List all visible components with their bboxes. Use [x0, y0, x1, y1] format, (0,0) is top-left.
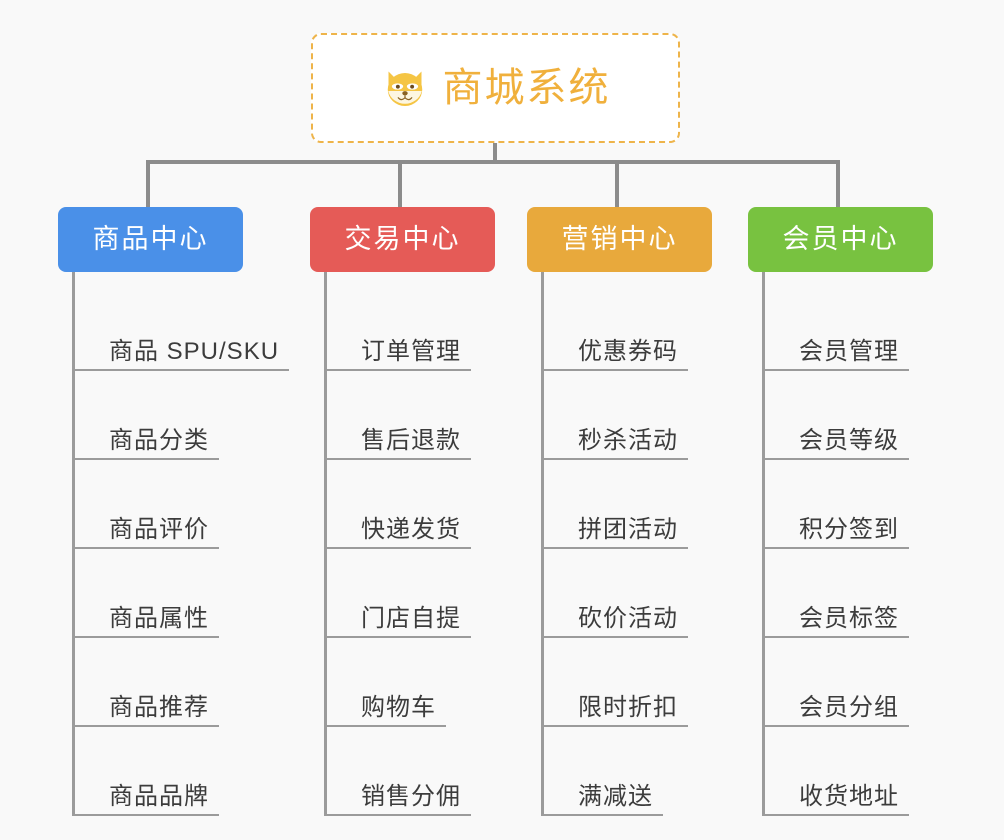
connector-trunk	[493, 143, 497, 164]
leaf-label: 优惠券码	[578, 337, 678, 365]
leaf-label: 会员等级	[799, 426, 899, 454]
branch-header-4[interactable]: 会员中心	[748, 207, 933, 272]
leaf-label: 商品分类	[109, 426, 209, 454]
list-item[interactable]: 会员等级	[765, 371, 988, 460]
connector-drop-3	[615, 160, 619, 207]
list-item[interactable]: 会员分组	[765, 638, 988, 727]
list-item[interactable]: 商品推荐	[75, 638, 298, 727]
list-item[interactable]: 优惠券码	[544, 282, 767, 371]
branch-column-3: 营销中心 优惠券码 秒杀活动 拼团活动 砍价活动 限时折扣 满减送	[527, 207, 767, 816]
list-item[interactable]: 商品分类	[75, 371, 298, 460]
list-item[interactable]: 门店自提	[327, 549, 550, 638]
list-item[interactable]: 秒杀活动	[544, 371, 767, 460]
list-item[interactable]: 售后退款	[327, 371, 550, 460]
leaf-label: 会员管理	[799, 337, 899, 365]
connector-drop-2	[398, 160, 402, 207]
list-item[interactable]: 商品评价	[75, 460, 298, 549]
leaf-label: 满减送	[578, 782, 653, 810]
leaf-label: 限时折扣	[578, 693, 678, 721]
leaf-label: 秒杀活动	[578, 426, 678, 454]
list-item[interactable]: 砍价活动	[544, 549, 767, 638]
list-item[interactable]: 销售分佣	[327, 727, 550, 816]
list-item[interactable]: 积分签到	[765, 460, 988, 549]
leaf-label: 订单管理	[361, 337, 461, 365]
leaf-label: 会员分组	[799, 693, 899, 721]
leaf-list-2: 订单管理 售后退款 快递发货 门店自提 购物车 销售分佣	[324, 272, 550, 816]
leaf-label: 购物车	[361, 693, 436, 721]
list-item[interactable]: 订单管理	[327, 282, 550, 371]
list-item[interactable]: 会员管理	[765, 282, 988, 371]
list-item[interactable]: 收货地址	[765, 727, 988, 816]
list-item[interactable]: 满减送	[544, 727, 767, 816]
leaf-label: 砍价活动	[578, 604, 678, 632]
leaf-label: 积分签到	[799, 515, 899, 543]
branch-column-2: 交易中心 订单管理 售后退款 快递发货 门店自提 购物车 销售分佣	[310, 207, 550, 816]
branch-column-4: 会员中心 会员管理 会员等级 积分签到 会员标签 会员分组 收货地址	[748, 207, 988, 816]
list-item[interactable]: 商品 SPU/SKU	[75, 282, 298, 371]
leaf-label: 商品评价	[109, 515, 209, 543]
leaf-label: 门店自提	[361, 604, 461, 632]
leaf-label: 拼团活动	[578, 515, 678, 543]
leaf-label: 商品属性	[109, 604, 209, 632]
list-item[interactable]: 拼团活动	[544, 460, 767, 549]
branch-header-3[interactable]: 营销中心	[527, 207, 712, 272]
leaf-label: 售后退款	[361, 426, 461, 454]
list-item[interactable]: 快递发货	[327, 460, 550, 549]
leaf-label: 收货地址	[799, 782, 899, 810]
connector-drop-4	[836, 160, 840, 207]
connector-drop-1	[146, 160, 150, 207]
root-node[interactable]: 商城系统	[311, 33, 680, 143]
list-item[interactable]: 购物车	[327, 638, 550, 727]
leaf-list-1: 商品 SPU/SKU 商品分类 商品评价 商品属性 商品推荐 商品品牌	[72, 272, 298, 816]
connector-horizontal-bar	[148, 160, 840, 164]
list-item[interactable]: 会员标签	[765, 549, 988, 638]
leaf-label: 会员标签	[799, 604, 899, 632]
shiba-dog-icon	[387, 71, 422, 106]
leaf-label: 快递发货	[361, 515, 461, 543]
branch-column-1: 商品中心 商品 SPU/SKU 商品分类 商品评价 商品属性 商品推荐 商品品牌	[58, 207, 298, 816]
branch-header-2[interactable]: 交易中心	[310, 207, 495, 272]
leaf-label: 商品 SPU/SKU	[109, 337, 280, 365]
branch-header-1[interactable]: 商品中心	[58, 207, 243, 272]
leaf-label: 商品推荐	[109, 693, 209, 721]
list-item[interactable]: 商品属性	[75, 549, 298, 638]
leaf-label: 销售分佣	[361, 782, 461, 810]
list-item[interactable]: 限时折扣	[544, 638, 767, 727]
leaf-list-4: 会员管理 会员等级 积分签到 会员标签 会员分组 收货地址	[762, 272, 988, 816]
leaf-label: 商品品牌	[109, 782, 209, 810]
root-title: 商城系统	[442, 66, 611, 110]
list-item[interactable]: 商品品牌	[75, 727, 298, 816]
leaf-list-3: 优惠券码 秒杀活动 拼团活动 砍价活动 限时折扣 满减送	[541, 272, 767, 816]
